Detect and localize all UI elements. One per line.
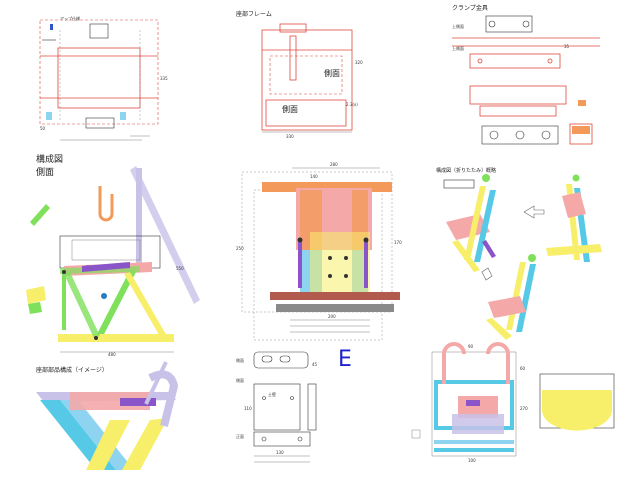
panel-seat-parts: 座部部品構成（イメージ）: [36, 361, 179, 470]
title-folding: 構成図（折りたたみ）概略: [436, 167, 496, 174]
title-clamp: クランプ金具: [452, 4, 488, 12]
dim-250: 250: [236, 246, 244, 251]
dim-335: 335: [160, 76, 168, 81]
panel-seat-frame: 座部フレーム 側面 側面 320 2.3(x) 330: [236, 10, 363, 139]
dim-200: 200: [328, 314, 336, 319]
dim-170: 170: [394, 240, 402, 245]
dim-60: 60: [520, 366, 526, 371]
label-side-small-1: 側面: [236, 357, 244, 363]
dim-90: 90: [468, 344, 474, 349]
title-seat-frame: 座部フレーム: [236, 10, 272, 18]
label-clamp-view2: 上側面: [452, 23, 464, 29]
title-side: 側面: [36, 166, 54, 178]
label-side-a: 側面: [324, 68, 340, 78]
seat-text: 土壁: [268, 391, 276, 397]
dim-330: 330: [286, 134, 294, 139]
panel-bracket: 側面 土壁 正面 130 110 45 E: [236, 347, 352, 463]
dim-35: 35: [564, 44, 570, 49]
dim-23: 2.3(x): [346, 102, 358, 107]
panel-letter-e: E: [338, 347, 352, 372]
dim-45: 45: [312, 362, 318, 367]
note-top: アップ仕様: [60, 15, 80, 21]
dim-270: 270: [520, 406, 528, 411]
dim-550: 550: [176, 266, 184, 271]
panel-top-left-drawing: アップ仕様 335: [39, 15, 168, 141]
label-side-b: 側面: [282, 104, 298, 114]
label-clamp-view: 上側面: [452, 45, 464, 51]
label-front-small: 正面: [236, 434, 244, 439]
panel-center-assembly: 280 200 140 250 170: [236, 162, 402, 341]
panel-blue-frame: 90 270 100 60 側面: [236, 342, 615, 463]
dim-140: 140: [310, 174, 318, 179]
label-side-small-2: 側面: [236, 377, 244, 383]
panel-assembly-side: 構成図 側面 550 480: [26, 153, 200, 357]
dim-110: 110: [244, 406, 252, 411]
title-seat-parts: 座部部品構成（イメージ）: [36, 366, 108, 374]
title-assembly: 構成図: [36, 153, 63, 165]
dim-130: 130: [276, 450, 284, 455]
dim-320: 320: [355, 60, 363, 65]
dim-50: 50: [40, 126, 46, 131]
panel-clamp: クランプ金具 35 上側面 上側面: [452, 4, 600, 145]
dim-480: 480: [108, 352, 116, 357]
panel-folding: 構成図（折りたたみ）概略: [436, 167, 602, 340]
dim-100: 100: [468, 458, 476, 463]
dim-280: 280: [330, 162, 338, 167]
